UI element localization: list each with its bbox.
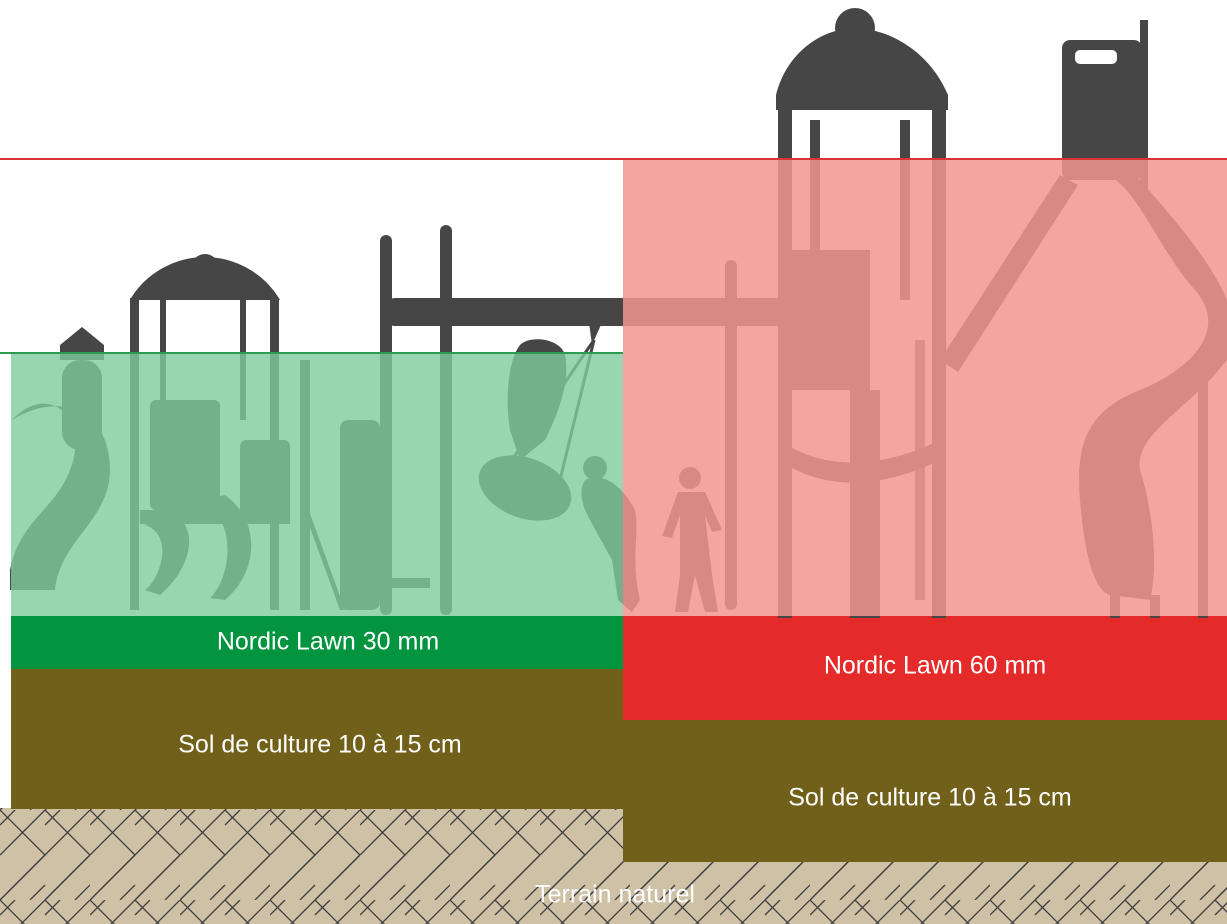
terrain-label: Terrain naturel	[535, 881, 695, 909]
low-fall-zone	[11, 353, 623, 616]
right-lawn-layer	[623, 616, 1227, 720]
right-lawn-label: Nordic Lawn 60 mm	[824, 652, 1046, 680]
left-soil-layer	[11, 669, 623, 809]
right-soil-layer	[623, 720, 1227, 862]
high-fall-zone	[623, 160, 1227, 616]
right-soil-label: Sol de culture 10 à 15 cm	[788, 784, 1072, 812]
left-lawn-label: Nordic Lawn 30 mm	[217, 628, 439, 656]
left-soil-label: Sol de culture 10 à 15 cm	[178, 731, 462, 759]
left-lawn-layer	[11, 616, 623, 669]
